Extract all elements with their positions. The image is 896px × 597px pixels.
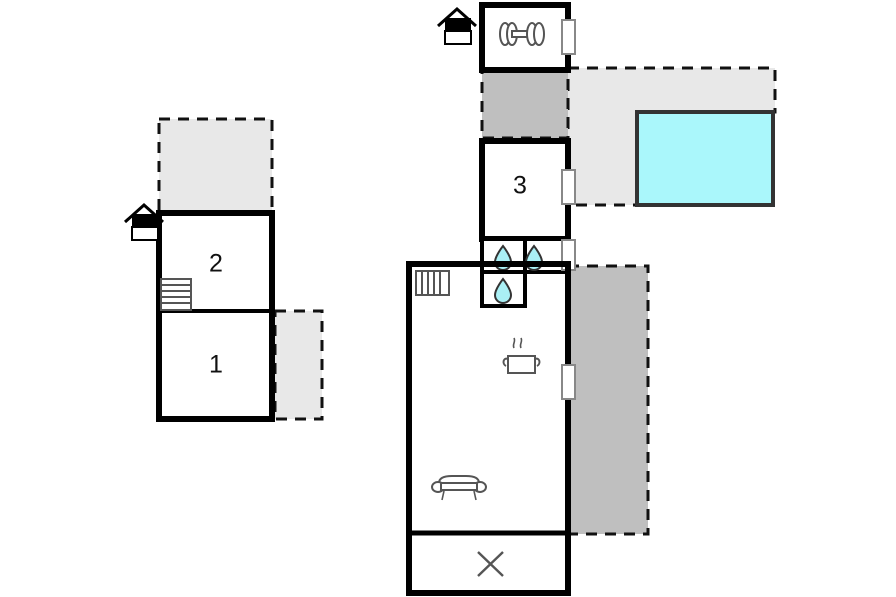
door-opening-icon — [561, 364, 576, 400]
door-opening-icon — [561, 19, 576, 55]
radiator-icon — [415, 270, 450, 296]
house-entrance-icon — [123, 202, 165, 241]
terrace-outline — [273, 309, 324, 421]
room-3-block: 3 — [479, 138, 576, 242]
room-label-3: 3 — [513, 172, 527, 200]
terrace-outline — [157, 117, 274, 215]
left-building: 2 1 — [123, 117, 324, 422]
stairs-icon — [160, 278, 192, 311]
bathroom-a — [480, 237, 527, 274]
east-side-terrace — [566, 264, 650, 536]
left-building-outline — [156, 210, 275, 422]
room-label-2: 2 — [209, 250, 223, 278]
door-opening-icon — [561, 169, 576, 205]
cross-icon — [477, 551, 504, 577]
main-living-block — [406, 261, 576, 596]
water-drop-icon — [493, 277, 513, 305]
house-entrance-icon — [436, 6, 478, 45]
sofa-icon — [431, 475, 487, 501]
main-block-outline — [406, 261, 571, 596]
left-upper-terrace — [157, 117, 274, 215]
north-dark-terrace — [480, 68, 570, 140]
right-building-terraces — [480, 66, 777, 536]
room-3-outline — [479, 138, 571, 242]
cooking-pot-icon — [502, 337, 541, 374]
pool-basin — [635, 110, 775, 207]
left-lower-terrace — [273, 309, 324, 421]
bathroom-c — [480, 270, 527, 308]
fitness-room — [436, 2, 576, 73]
swimming-pool — [635, 110, 775, 207]
dumbbell-icon — [499, 22, 545, 46]
room-label-1: 1 — [209, 351, 223, 379]
